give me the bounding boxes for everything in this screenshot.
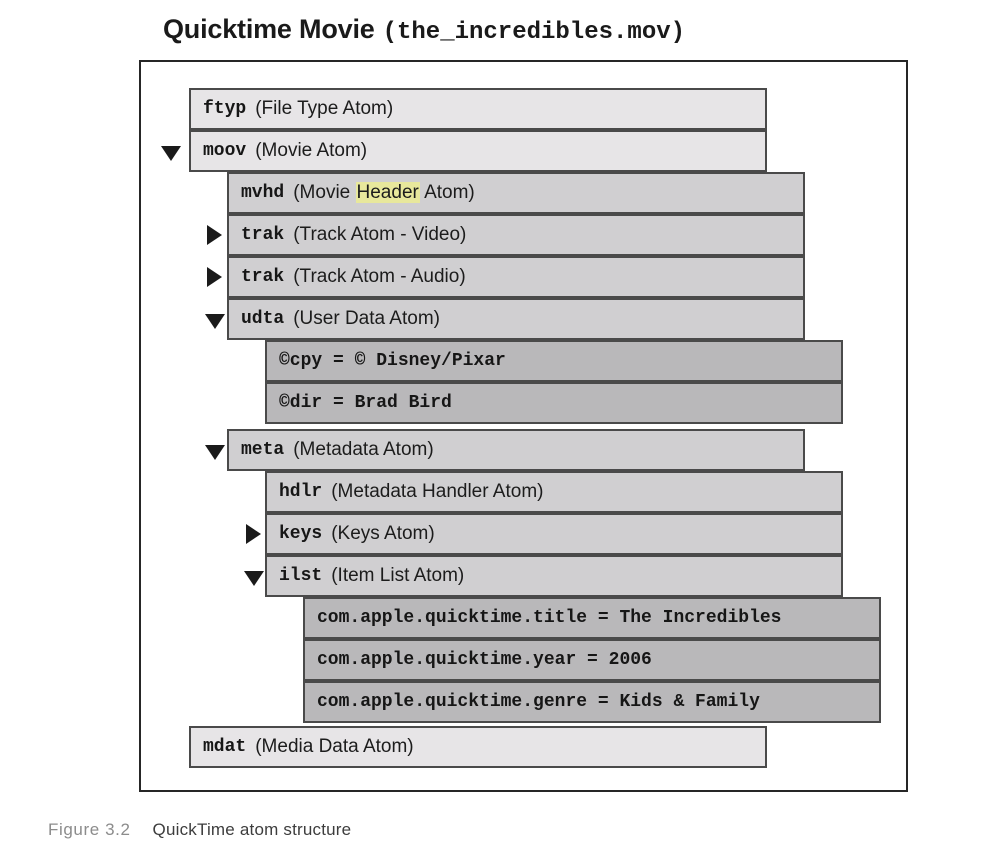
atom-row-keys[interactable]: keys (Keys Atom) [265,513,843,555]
atom-row-udta[interactable]: udta (User Data Atom) [227,298,805,340]
disclosure-triangle-down-moov[interactable] [161,146,181,161]
atom-code-udta: udta [241,309,285,329]
disclosure-triangle-down-udta[interactable] [205,314,225,329]
atom-desc-ftyp: (File Type Atom) [255,98,394,119]
title-filename-text: (the_incredibles.mov) [382,19,686,46]
atom-desc-hdlr: (Metadata Handler Atom) [331,481,544,502]
metadata-row-year[interactable]: com.apple.quicktime.year = 2006 [303,639,881,681]
atom-code-trak-video: trak [241,225,285,245]
disclosure-triangle-right-keys[interactable] [246,524,261,544]
atom-desc-mvhd-prefix: (Movie [293,182,356,203]
atom-desc-mvhd-suffix: Atom) [419,182,475,203]
atom-desc-trak-video: (Track Atom - Video) [293,224,467,245]
metadata-value-copyright: ©cpy = © Disney/Pixar [279,351,506,371]
figure-caption-text: QuickTime atom structure [152,820,352,839]
atom-row-moov[interactable]: moov (Movie Atom) [189,130,767,172]
metadata-value-genre: com.apple.quicktime.genre = Kids & Famil… [317,692,760,712]
atom-code-keys: keys [279,524,323,544]
atom-row-meta[interactable]: meta (Metadata Atom) [227,429,805,471]
atom-row-hdlr[interactable]: hdlr (Metadata Handler Atom) [265,471,843,513]
metadata-row-director[interactable]: ©dir = Brad Bird [265,382,843,424]
atom-row-ilst[interactable]: ilst (Item List Atom) [265,555,843,597]
atom-desc-meta: (Metadata Atom) [293,439,434,460]
atom-row-trak-audio[interactable]: trak (Track Atom - Audio) [227,256,805,298]
disclosure-triangle-down-meta[interactable] [205,445,225,460]
atom-code-ftyp: ftyp [203,99,247,119]
figure-caption-label: Figure 3.2 [48,820,131,839]
atom-code-trak-audio: trak [241,267,285,287]
metadata-row-copyright[interactable]: ©cpy = © Disney/Pixar [265,340,843,382]
disclosure-triangle-right-trak-video[interactable] [207,225,222,245]
atom-desc-mvhd-highlight: Header [355,182,420,203]
atom-desc-udta: (User Data Atom) [293,308,440,329]
atom-row-trak-video[interactable]: trak (Track Atom - Video) [227,214,805,256]
atom-desc-mdat: (Media Data Atom) [255,736,414,757]
figure-caption: Figure 3.2 QuickTime atom structure [48,820,351,840]
atom-row-mvhd[interactable]: mvhd (Movie Header Atom) [227,172,805,214]
metadata-value-title: com.apple.quicktime.title = The Incredib… [317,608,782,628]
title-main-text: Quicktime Movie [163,14,375,44]
atom-row-mdat[interactable]: mdat (Media Data Atom) [189,726,767,768]
atom-code-hdlr: hdlr [279,482,323,502]
atom-code-mdat: mdat [203,737,247,757]
atom-desc-ilst: (Item List Atom) [331,565,465,586]
atom-desc-keys: (Keys Atom) [331,523,435,544]
metadata-value-director: ©dir = Brad Bird [279,393,452,413]
metadata-row-genre[interactable]: com.apple.quicktime.genre = Kids & Famil… [303,681,881,723]
atom-code-mvhd: mvhd [241,183,285,203]
atom-code-ilst: ilst [279,566,323,586]
atom-code-moov: moov [203,141,247,161]
disclosure-triangle-right-trak-audio[interactable] [207,267,222,287]
metadata-row-title[interactable]: com.apple.quicktime.title = The Incredib… [303,597,881,639]
atom-desc-trak-audio: (Track Atom - Audio) [293,266,466,287]
atom-desc-moov: (Movie Atom) [255,140,368,161]
atom-desc-mvhd: (Movie Header Atom) [293,182,475,204]
diagram-frame: ftyp (File Type Atom) moov (Movie Atom) … [139,60,908,792]
page-title: Quicktime Movie (the_incredibles.mov) [163,14,685,46]
atom-code-meta: meta [241,440,285,460]
metadata-value-year: com.apple.quicktime.year = 2006 [317,650,652,670]
atom-row-ftyp[interactable]: ftyp (File Type Atom) [189,88,767,130]
disclosure-triangle-down-ilst[interactable] [244,571,264,586]
